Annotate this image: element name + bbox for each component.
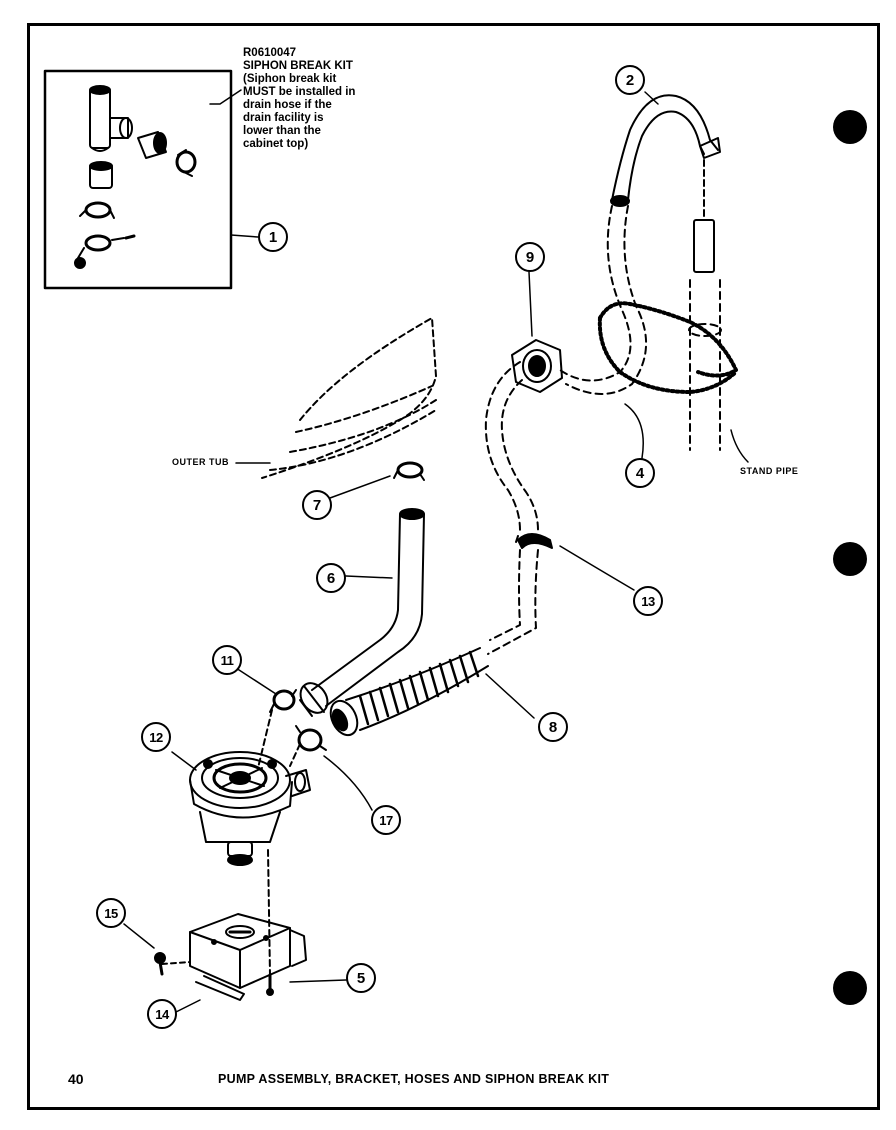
- part-9-hose-nut: [511, 339, 563, 393]
- kit-connector: [137, 131, 167, 159]
- callout-11: 11: [212, 645, 242, 675]
- part-7-tub-clamp: [393, 461, 425, 481]
- callout-14: 14: [147, 999, 177, 1029]
- figure-caption: PUMP ASSEMBLY, BRACKET, HOSES AND SIPHON…: [218, 1072, 610, 1086]
- kit-title: SIPHON BREAK KIT: [243, 60, 353, 72]
- outer-tub-section: [261, 317, 437, 479]
- part-17-clamp: [295, 725, 327, 752]
- kit-clamp-2: [79, 201, 115, 219]
- callout-8: 8: [538, 712, 568, 742]
- binder-hole-bottom: [833, 971, 867, 1005]
- part-4-drain-hose: [484, 205, 647, 655]
- page-number: 40: [68, 1071, 84, 1087]
- kit-part-number: R0610047: [243, 47, 297, 59]
- part-8-corrugated-drain-hose: [329, 647, 489, 737]
- hose-retainer-strap: [597, 301, 738, 394]
- part-12-pump: [189, 751, 311, 866]
- part-13-hose-clip: [515, 533, 553, 549]
- callout-17: 17: [371, 805, 401, 835]
- callout-6: 6: [316, 563, 346, 593]
- part-5-screw: [266, 973, 274, 996]
- callout-13: 13: [633, 586, 663, 616]
- callout-4: 4: [625, 458, 655, 488]
- part-5-pump-bracket: [189, 913, 307, 1001]
- siphon-break-kit-note: R0610047 SIPHON BREAK KIT (Siphon break …: [243, 47, 355, 151]
- kit-tee-fitting: [89, 85, 133, 152]
- callout-1: 1: [258, 222, 288, 252]
- binder-hole-middle: [833, 542, 867, 576]
- part-2-siphon-hose-top: [610, 94, 721, 273]
- binder-hole-top: [833, 110, 867, 144]
- stand-pipe: [688, 279, 722, 451]
- kit-note-line: drain facility is: [243, 112, 324, 124]
- outer-tub-label: OUTER TUB: [172, 457, 229, 467]
- kit-note-line: cabinet top): [243, 138, 309, 150]
- kit-adapter: [89, 161, 113, 189]
- callout-2: 2: [615, 65, 645, 95]
- part-15-screw: [154, 952, 166, 976]
- part-6-pump-to-tub-hose: [299, 508, 425, 717]
- diagram-frame: [27, 23, 880, 1110]
- callout-9: 9: [515, 242, 545, 272]
- kit-note-line: (Siphon break kit: [243, 73, 337, 85]
- kit-note-line: lower than the: [243, 125, 321, 137]
- callout-7: 7: [302, 490, 332, 520]
- kit-clamp-3: [74, 234, 136, 269]
- kit-note-line: drain hose if the: [243, 99, 332, 111]
- stand-pipe-label: STAND PIPE: [740, 466, 799, 476]
- kit-clamp-1: [175, 149, 197, 177]
- callout-15: 15: [96, 898, 126, 928]
- callout-12: 12: [141, 722, 171, 752]
- kit-inset-box: [43, 69, 233, 290]
- part-11-clamp: [269, 689, 297, 713]
- kit-note-line: MUST be installed in: [243, 86, 356, 98]
- callout-5: 5: [346, 963, 376, 993]
